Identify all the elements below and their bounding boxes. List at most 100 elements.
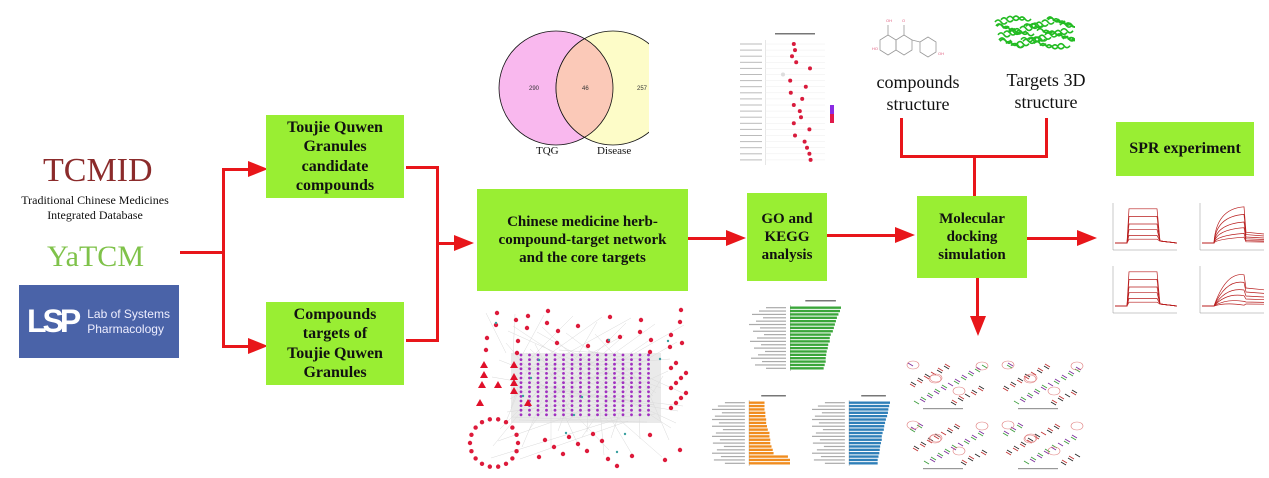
- box-candidate-compounds: Toujie Quwen Granules candidate compound…: [266, 115, 404, 198]
- bond: [1047, 382, 1054, 387]
- residue-circle: [1023, 374, 1037, 384]
- target-node: [570, 372, 574, 375]
- data-point: [808, 66, 812, 71]
- caption-placeholder: [1018, 408, 1058, 410]
- bond: [1009, 383, 1016, 388]
- target-node: [579, 408, 582, 412]
- helix: [1034, 36, 1048, 42]
- tick-label-placeholder: [720, 455, 745, 458]
- compound-node: [638, 317, 644, 323]
- bond: [1060, 461, 1067, 466]
- tick-label-placeholder: [740, 49, 762, 51]
- target-node: [570, 358, 574, 361]
- compound-node: [515, 338, 521, 344]
- helix: [1022, 38, 1036, 45]
- compound-node: [683, 370, 689, 376]
- tick-label-placeholder: [712, 442, 745, 444]
- spr-curve: [1115, 271, 1178, 307]
- bar: [748, 462, 790, 465]
- residue-circle: [929, 373, 943, 383]
- bond: [920, 396, 927, 401]
- bar: [790, 353, 827, 357]
- compound-node: [513, 317, 519, 323]
- bond: [974, 368, 981, 373]
- connector: [688, 237, 728, 240]
- bond: [940, 386, 947, 391]
- helix: [994, 19, 1008, 25]
- target-node: [570, 395, 574, 398]
- tick-label-placeholder: [815, 432, 845, 434]
- tick-label-placeholder: [753, 330, 786, 332]
- bond: [924, 373, 931, 378]
- herb-node: [524, 399, 532, 406]
- spr-sensorgrams-figure: [1112, 203, 1265, 314]
- svg-text:OH: OH: [886, 18, 892, 23]
- target-node: [647, 395, 650, 398]
- target-node: [596, 358, 599, 361]
- target-node: [638, 362, 642, 366]
- bond: [1012, 447, 1019, 452]
- tick-label-placeholder: [752, 313, 786, 316]
- target-node: [638, 376, 642, 380]
- bond: [930, 371, 937, 376]
- tick-label-placeholder: [740, 122, 762, 124]
- compound-node: [575, 323, 581, 329]
- box-line: candidate: [301, 157, 369, 175]
- tick-label-placeholder: [740, 61, 762, 63]
- bar: [848, 462, 878, 465]
- target-node: [587, 381, 591, 384]
- target-node: [621, 390, 625, 394]
- tick-label-placeholder: [754, 347, 786, 349]
- tick-label-placeholder: [824, 402, 845, 404]
- helix: [1003, 30, 1017, 36]
- data-point: [803, 84, 808, 89]
- data-point: [788, 90, 793, 95]
- tick-label-placeholder: [761, 344, 786, 346]
- arrow-down-icon: [970, 316, 986, 336]
- bar: [748, 411, 766, 414]
- bar: [790, 357, 826, 360]
- target-node: [604, 372, 608, 375]
- bar: [790, 326, 834, 330]
- bond: [953, 425, 960, 430]
- bar: [790, 363, 825, 367]
- compound-node: [525, 313, 531, 319]
- target-node: [553, 408, 557, 412]
- target-node: [604, 390, 608, 394]
- docking-pose: [906, 420, 989, 470]
- tick-label-placeholder: [712, 425, 745, 427]
- helix: [1011, 42, 1025, 49]
- target-node: [562, 376, 565, 380]
- bond: [957, 442, 964, 447]
- target-node: [528, 408, 531, 412]
- helix: [1061, 35, 1075, 41]
- tick-label-placeholder: [740, 80, 762, 82]
- target-node: [638, 353, 642, 357]
- caption-placeholder: [1018, 468, 1058, 470]
- bond: [1034, 433, 1041, 438]
- target-node: [621, 385, 625, 389]
- bar: [790, 350, 827, 353]
- ingredient-node: [521, 394, 525, 398]
- bond: [1051, 399, 1058, 404]
- bond: [913, 445, 920, 450]
- network-edge: [490, 417, 622, 459]
- target-node: [545, 372, 548, 375]
- bond: [961, 374, 968, 379]
- bond: [964, 438, 971, 443]
- target-node: [596, 367, 599, 371]
- bar: [848, 455, 879, 458]
- bond: [1040, 431, 1047, 436]
- target-node: [596, 390, 599, 394]
- compound-node: [584, 448, 590, 454]
- svg-text:HO: HO: [872, 46, 878, 51]
- bond: [944, 363, 951, 368]
- bond: [1061, 459, 1068, 464]
- target-node: [519, 376, 523, 380]
- compound-node: [483, 347, 489, 353]
- target-node: [553, 395, 557, 398]
- bond: [1070, 391, 1077, 396]
- caption-placeholder: [923, 468, 963, 470]
- target-node: [519, 358, 523, 361]
- bond: [1019, 398, 1026, 403]
